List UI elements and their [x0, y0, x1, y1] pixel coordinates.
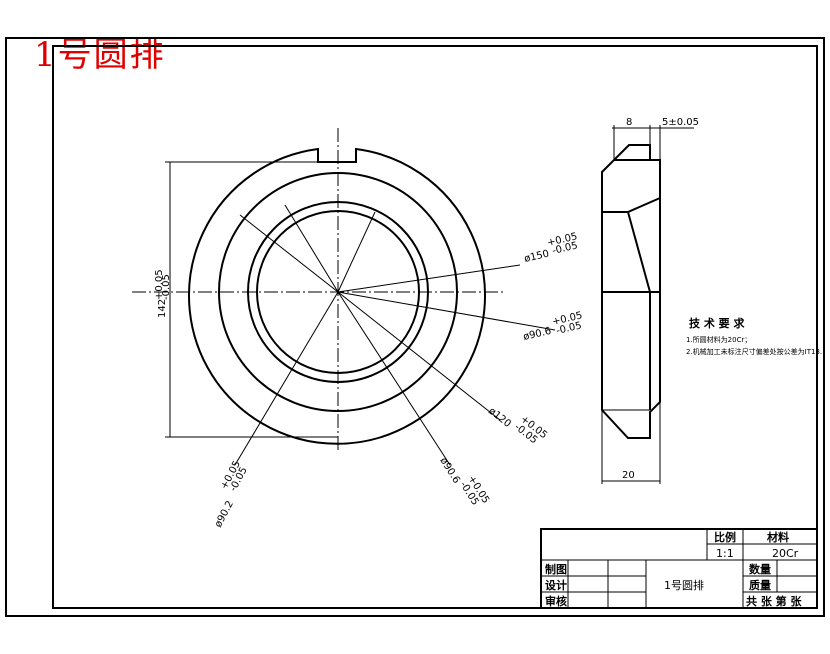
title-block-frame: [540, 528, 818, 609]
drawing-red-title: 1号圆排: [34, 35, 166, 75]
tech-req-line-2: 2.机械加工未标注尺寸偏差处按公差为IT13.: [686, 347, 822, 356]
leader-d150: [337, 264, 521, 293]
upper-flange: [613, 144, 651, 161]
dim-h142-tol-dn: -0.05: [161, 274, 172, 300]
dim-d120: ø120: [486, 406, 513, 430]
side-section-view: 8 5±0.05 20: [601, 117, 699, 484]
scale-value: 1:1: [716, 547, 734, 560]
dim-h142: 142: [157, 299, 168, 318]
title-block: 比例 材料 1:1 20Cr 制图 设计 审核 1号圆排 数量 质量 共 张 第…: [540, 528, 818, 609]
weight-label: 质量: [749, 578, 771, 592]
outer-ring-with-slot: [188, 147, 486, 445]
dim-d90-2: ø90.2: [213, 499, 236, 529]
material-label: 材料: [767, 530, 789, 544]
ring-2: [218, 172, 458, 412]
dim-d150: ø150: [523, 249, 550, 265]
technical-requirements: 技 术 要 求 1.所圆材料为20Cr； 2.机械加工未标注尺寸偏差处按公差为I…: [686, 316, 822, 356]
tech-req-line-1: 1.所圆材料为20Cr；: [686, 335, 751, 344]
leader-ul: [239, 214, 339, 293]
scale-label: 比例: [714, 530, 736, 544]
hatched-section: [601, 159, 661, 213]
leader-d120: [337, 291, 501, 421]
leader-d90-6a: [337, 291, 556, 331]
leader-d90-6b: [337, 291, 451, 466]
section-chamfer-1: [627, 211, 651, 293]
dim-d90-6b: ø90.6: [437, 456, 461, 486]
dim-w5: 5±0.05: [662, 117, 699, 128]
front-view: ø150 +0.05 -0.05 ø90.6 +0.05 -0.05 ø120 …: [132, 128, 584, 529]
dim-h142-tol-up: +0.05: [154, 269, 165, 300]
inner-frame: [52, 45, 818, 609]
leader-ur: [337, 211, 376, 293]
tech-req-heading: 技 术 要 求: [689, 316, 745, 330]
drawn-label: 制图: [545, 562, 567, 576]
leader-d90-2: [234, 291, 339, 466]
leader-u: [284, 204, 339, 293]
design-label: 设计: [545, 578, 567, 592]
ring-4: [256, 210, 420, 374]
dim-w20: 20: [622, 470, 635, 481]
sheets-label: 共 张 第 张: [746, 594, 802, 608]
outer-frame: [5, 37, 825, 617]
material-value: 20Cr: [772, 547, 799, 560]
part-name: 1号圆排: [664, 578, 704, 592]
dim-d90-6a: ø90.6: [522, 326, 552, 343]
dim-w8: 8: [626, 117, 632, 128]
check-label: 审核: [545, 594, 567, 608]
qty-label: 数量: [749, 562, 771, 576]
ring-3: [247, 201, 429, 383]
